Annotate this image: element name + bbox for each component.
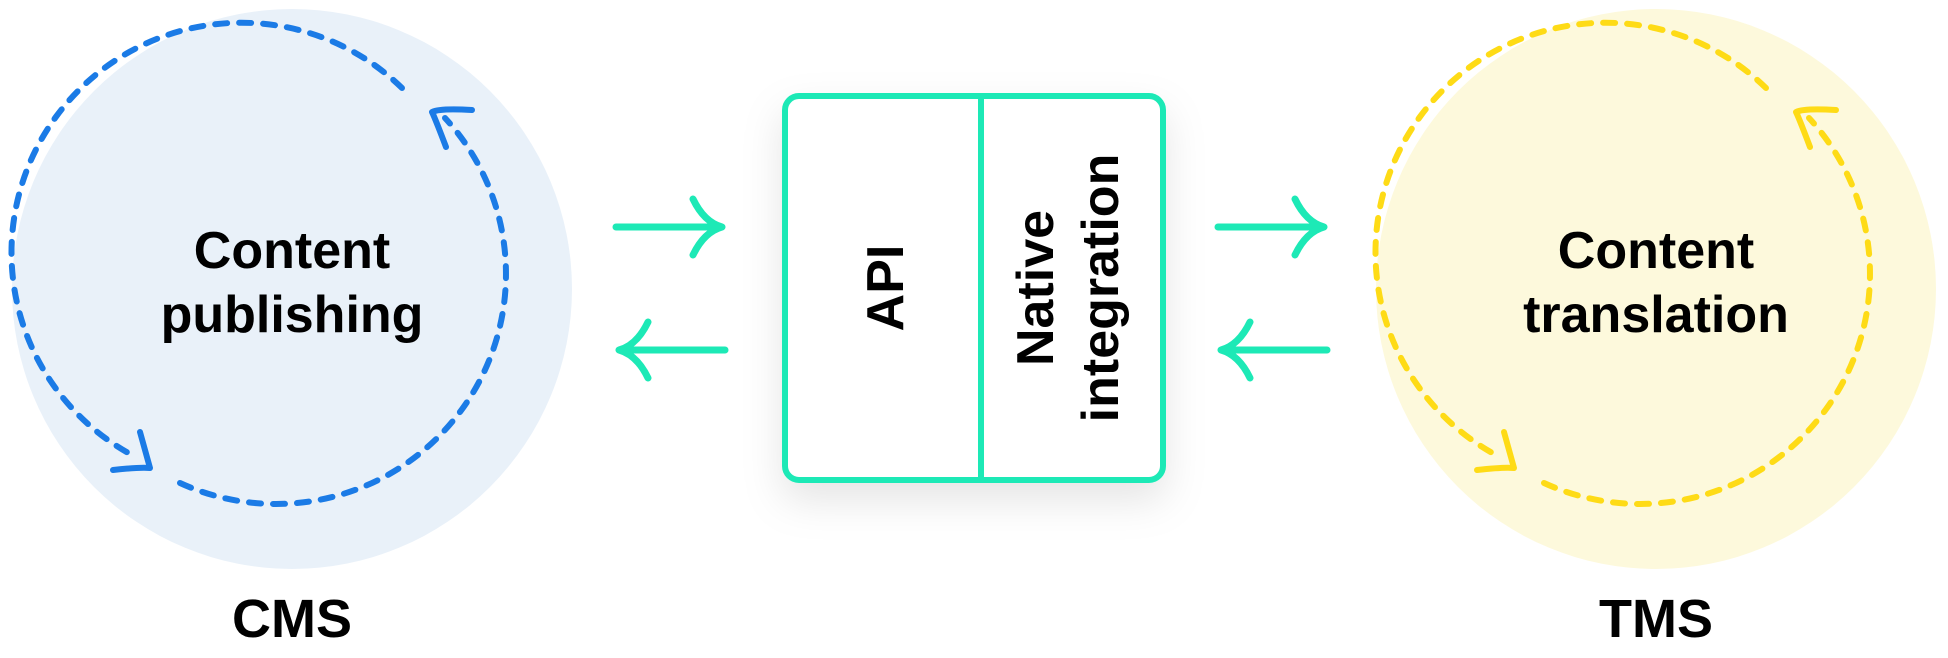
cms-cycle-arc-main xyxy=(8,19,405,458)
tms-label: TMS xyxy=(1599,589,1713,649)
cms-cycle-arc-lower xyxy=(177,115,509,507)
api-label: API xyxy=(857,245,915,332)
tms-cycle-arrowhead-bottom xyxy=(1474,429,1517,473)
cms-label: CMS xyxy=(232,589,352,649)
native-integration-line2: integration xyxy=(1072,154,1130,423)
arrow-right-icon xyxy=(1214,195,1328,259)
tms-cycle-arc-lower xyxy=(1541,115,1873,507)
left-arrow-pair xyxy=(612,195,729,382)
arrow-left-icon xyxy=(615,318,729,382)
native-integration-line1: Native xyxy=(1007,210,1065,366)
right-arrow-pair xyxy=(1214,195,1331,382)
tms-title-line1: Content xyxy=(1558,222,1754,280)
tms-cycle-arrowhead-top xyxy=(1793,106,1839,150)
tms-node: Content translation TMS xyxy=(1372,9,1936,649)
cms-title-line1: Content xyxy=(194,222,390,280)
arrow-left-icon xyxy=(1217,318,1331,382)
cms-node: Content publishing CMS xyxy=(8,9,572,649)
cms-cycle-arrowhead-top xyxy=(429,106,475,150)
tms-title-line2: translation xyxy=(1523,286,1789,344)
arrow-right-icon xyxy=(612,195,726,259)
cms-title-line2: publishing xyxy=(161,286,424,344)
tms-cycle-arc-main xyxy=(1372,19,1769,458)
connector-box: API Native integration xyxy=(782,93,1166,483)
tms-background-circle xyxy=(1376,9,1936,569)
connector-box-frame xyxy=(782,93,1166,483)
cms-cycle-arrowhead-bottom xyxy=(110,429,153,473)
cms-background-circle xyxy=(12,9,572,569)
